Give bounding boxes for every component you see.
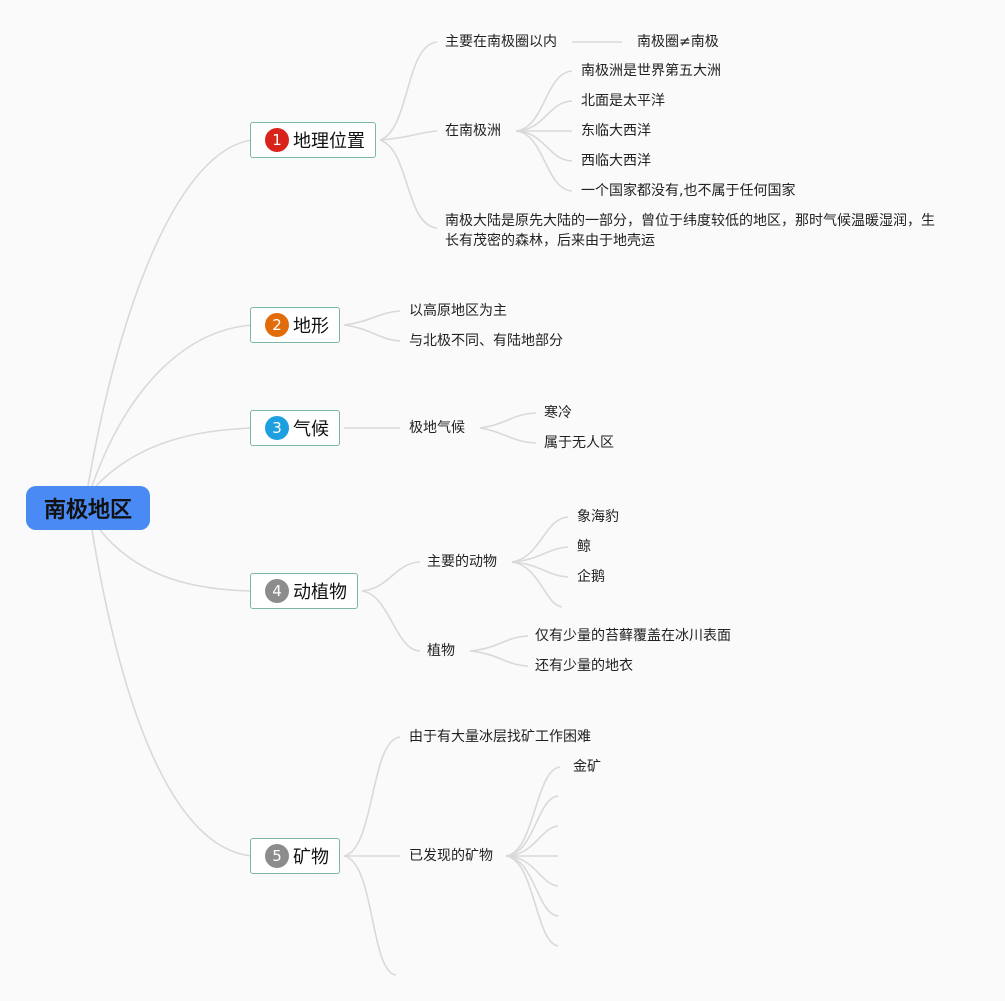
subtopic[interactable]: 象海豹: [577, 509, 619, 525]
subtopic[interactable]: 极地气候: [409, 420, 465, 436]
topic-minerals[interactable]: 5 矿物: [250, 838, 340, 874]
subtopic[interactable]: 南极大陆是原先大陆的一部分，曾位于纬度较低的地区，那时气候温暖湿润，生长有茂密的…: [445, 213, 935, 249]
subtopic[interactable]: 在南极洲: [445, 123, 501, 139]
priority-5-icon: 5: [265, 844, 289, 868]
subtopic[interactable]: 鲸: [577, 539, 591, 555]
topic-label: 气候: [293, 419, 329, 440]
subtopic[interactable]: 寒冷: [544, 405, 572, 421]
subtopic[interactable]: 属于无人区: [544, 435, 614, 451]
subtopic[interactable]: 企鹅: [577, 569, 605, 585]
subtopic[interactable]: 已发现的矿物: [409, 848, 493, 864]
topic-climate[interactable]: 3 气候: [250, 410, 340, 446]
subtopic[interactable]: 南极洲是世界第五大洲: [581, 63, 721, 79]
subtopic[interactable]: 南极圈≠南极: [637, 34, 719, 50]
subtopic[interactable]: 以高原地区为主: [409, 303, 507, 319]
subtopic[interactable]: 植物: [427, 643, 455, 659]
subtopic[interactable]: 一个国家都没有,也不属于任何国家: [581, 183, 796, 199]
central-topic[interactable]: 南极地区: [26, 486, 150, 530]
subtopic[interactable]: 由于有大量冰层找矿工作困难: [409, 729, 591, 745]
topic-terrain[interactable]: 2 地形: [250, 307, 340, 343]
topic-label: 动植物: [293, 582, 347, 603]
subtopic[interactable]: 金矿: [573, 759, 601, 775]
priority-4-icon: 4: [265, 579, 289, 603]
topic-flora-fauna[interactable]: 4 动植物: [250, 573, 358, 609]
priority-3-icon: 3: [265, 416, 289, 440]
subtopic[interactable]: 仅有少量的苔藓覆盖在冰川表面: [535, 628, 731, 644]
priority-1-icon: 1: [265, 128, 289, 152]
priority-2-icon: 2: [265, 313, 289, 337]
subtopic[interactable]: 主要的动物: [427, 554, 497, 570]
topic-label: 矿物: [293, 847, 329, 868]
topic-label: 地形: [293, 316, 329, 337]
subtopic[interactable]: 北面是太平洋: [581, 93, 665, 109]
subtopic[interactable]: 还有少量的地衣: [535, 658, 633, 674]
topic-geographic-location[interactable]: 1 地理位置: [250, 122, 376, 158]
subtopic[interactable]: 与北极不同、有陆地部分: [409, 333, 563, 349]
topic-label: 地理位置: [293, 131, 365, 152]
subtopic[interactable]: 西临大西洋: [581, 153, 651, 169]
subtopic[interactable]: 东临大西洋: [581, 123, 651, 139]
subtopic[interactable]: 主要在南极圈以内: [445, 34, 557, 50]
